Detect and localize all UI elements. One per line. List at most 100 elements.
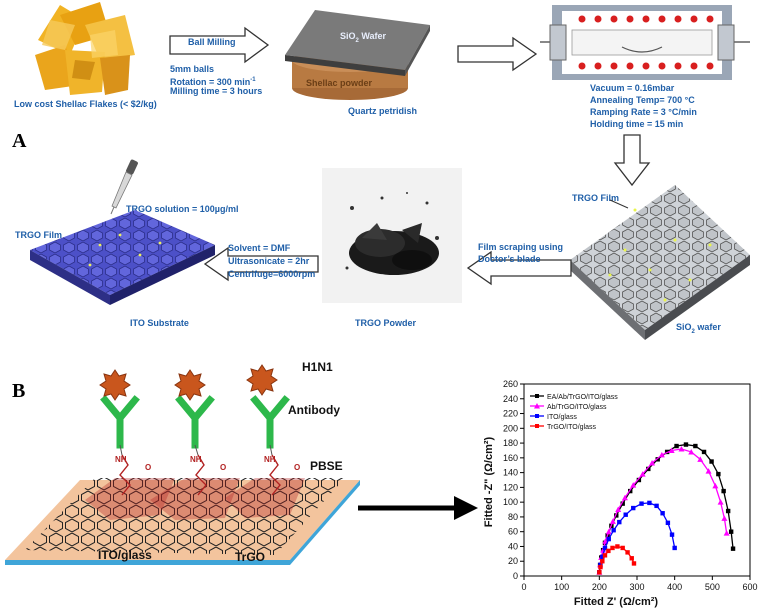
arrow-to-chart <box>358 496 478 520</box>
data-point <box>620 501 625 506</box>
data-point <box>649 460 656 466</box>
data-point <box>597 570 602 575</box>
legend-marker <box>535 394 539 398</box>
data-point <box>623 512 628 517</box>
trgo-film-ito-image <box>30 210 215 305</box>
data-point <box>647 500 652 506</box>
data-point <box>629 556 634 561</box>
trgo-film-label-right: TRGO Film <box>572 193 619 203</box>
data-point <box>697 456 704 462</box>
data-point <box>606 536 611 542</box>
data-point <box>621 494 628 501</box>
legend-label: TrGO/ITO/glass <box>547 424 597 431</box>
quartz-petridish-image <box>285 10 430 100</box>
data-point <box>598 562 603 568</box>
data-point <box>639 501 644 506</box>
solvent-param-ultrasonicate: Ultrasonicate = 2hr <box>228 256 310 266</box>
data-point <box>669 532 675 537</box>
series-line <box>598 502 676 573</box>
x-tick-label: 400 <box>667 582 682 592</box>
nh-label-1: NH <box>115 455 127 464</box>
data-point <box>631 561 637 566</box>
milling-param-time: Milling time = 3 hours <box>170 86 263 96</box>
y-tick-label: 200 <box>503 423 518 433</box>
y-tick-label: 0 <box>513 571 518 581</box>
trgo-solution-label: TRGO solution = 100µg/ml <box>126 204 239 214</box>
o-label-3: O <box>294 463 301 472</box>
data-point <box>725 508 731 514</box>
y-tick-label: 220 <box>503 409 518 419</box>
legend-marker <box>534 403 540 409</box>
y-tick-label: 60 <box>508 527 518 537</box>
y-tick-label: 240 <box>503 394 518 404</box>
o-label-1: O <box>145 463 152 472</box>
data-point <box>636 477 642 483</box>
x-tick-label: 600 <box>742 582 757 592</box>
legend-label: Ab/TrGO/ITO/glass <box>547 404 607 411</box>
x-tick-label: 200 <box>592 582 607 592</box>
data-point <box>658 451 665 458</box>
y-axis-label: Fitted -Z" (Ω/cm²) <box>483 436 495 527</box>
data-point <box>688 448 695 455</box>
h1n1-label: H1N1 <box>302 360 333 374</box>
trgo-powder-label: TRGO Powder <box>355 318 417 328</box>
data-point <box>598 564 603 570</box>
data-point <box>655 457 660 462</box>
x-tick-label: 500 <box>705 582 720 592</box>
data-point <box>721 515 728 521</box>
data-point <box>617 519 622 525</box>
pbse-label: PBSE <box>310 459 343 473</box>
ito-glass-label: ITO/glass <box>98 548 152 562</box>
data-point <box>723 530 730 536</box>
quartz-petridish-label: Quartz petridish <box>348 106 418 116</box>
data-point <box>646 466 651 472</box>
data-point <box>606 548 611 554</box>
data-point <box>701 449 707 455</box>
sio2-wafer-label: SiO2 Wafer <box>340 31 387 44</box>
y-tick-label: 140 <box>503 468 518 478</box>
doctor-blade-label: Doctor’s blade <box>478 254 541 264</box>
ball-milling-label: Ball Milling <box>188 37 236 47</box>
tube-furnace-image <box>540 5 750 80</box>
shellac-powder-label: Shellac powder <box>306 78 373 88</box>
data-point <box>709 459 714 464</box>
data-point <box>665 520 671 526</box>
dropper-icon <box>110 159 138 215</box>
shellac-flakes-image <box>35 2 135 95</box>
data-point <box>628 488 633 494</box>
legend-marker <box>535 424 539 428</box>
shellac-flakes-label: Low cost Shellac Flakes (< $2/kg) <box>14 99 157 109</box>
trgo-film-wafer-image <box>570 185 750 340</box>
y-tick-label: 120 <box>503 482 518 492</box>
data-point <box>693 443 698 449</box>
milling-param-rotation: Rotation = 300 min-1 <box>170 77 256 87</box>
y-tick-label: 80 <box>508 512 518 522</box>
data-point <box>625 550 630 555</box>
data-point <box>683 442 689 447</box>
trgo-label: TrGO <box>235 550 266 564</box>
data-point <box>610 545 615 551</box>
annealing-param-temp: Annealing Temp= 700 °C <box>590 95 695 105</box>
data-point <box>716 471 721 477</box>
x-tick-label: 100 <box>554 582 569 592</box>
annealing-param-holding: Holding time = 15 min <box>590 119 684 129</box>
milling-param-balls: 5mm balls <box>170 64 215 74</box>
y-tick-label: 100 <box>503 497 518 507</box>
x-tick-label: 0 <box>521 582 526 592</box>
legend-label: ITO/glass <box>547 414 577 421</box>
film-scraping-label: Film scraping using <box>478 242 564 252</box>
y-tick-label: 260 <box>503 379 518 389</box>
annealing-param-ramp: Ramping Rate = 3 °C/min <box>590 107 697 117</box>
solvent-param-dmf: Solvent = DMF <box>228 243 291 253</box>
data-point <box>730 546 736 551</box>
arrow-solvent <box>203 246 319 282</box>
data-point <box>728 529 734 534</box>
data-point <box>602 553 608 558</box>
ito-substrate-label: ITO Substrate <box>130 318 189 328</box>
data-point <box>600 554 605 559</box>
data-point <box>620 545 625 551</box>
data-point <box>674 443 679 449</box>
data-point <box>705 468 712 474</box>
